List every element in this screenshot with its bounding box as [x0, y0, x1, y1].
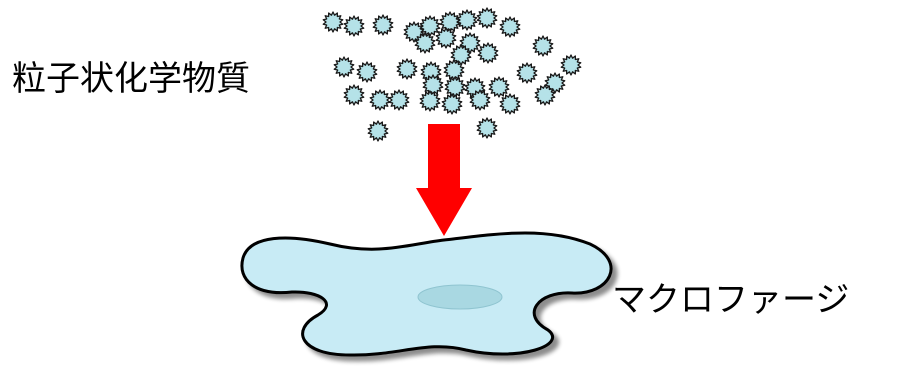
spiky-particle-icon	[561, 55, 581, 75]
spiky-particle-icon	[445, 77, 465, 97]
macrophage-cell-icon	[242, 233, 611, 355]
spiky-particle-icon	[500, 17, 520, 37]
spiky-particle-icon	[517, 63, 537, 83]
spiky-particle-icon	[533, 36, 553, 56]
down-arrow-icon	[416, 124, 472, 236]
spiky-particle-icon	[397, 59, 417, 79]
particulate-chemical-label: 粒子状化学物質	[12, 59, 250, 99]
spiky-particle-icon	[370, 90, 390, 110]
nucleus-icon	[418, 285, 502, 309]
spiky-particle-icon	[389, 90, 409, 110]
spiky-particle-icon	[334, 57, 354, 77]
spiky-particle-icon	[357, 62, 377, 82]
spiky-particle-icon	[436, 28, 456, 48]
spiky-particle-icon	[344, 85, 364, 105]
spiky-particle-icon	[489, 77, 509, 97]
spiky-particle-icon	[442, 94, 462, 114]
spiky-particle-icon	[500, 94, 520, 114]
spiky-particle-icon	[368, 121, 388, 141]
spiky-particle-icon	[477, 118, 497, 138]
spiky-particle-icon	[457, 10, 477, 30]
macrophage-label: マクロファージ	[612, 280, 849, 320]
spiky-particle-icon	[373, 15, 393, 35]
spiky-particle-icon	[478, 43, 498, 63]
spiky-particle-icon	[344, 16, 364, 36]
spiky-particle-icon	[477, 8, 497, 28]
particle-cloud	[323, 8, 581, 141]
spiky-particle-icon	[323, 12, 343, 32]
